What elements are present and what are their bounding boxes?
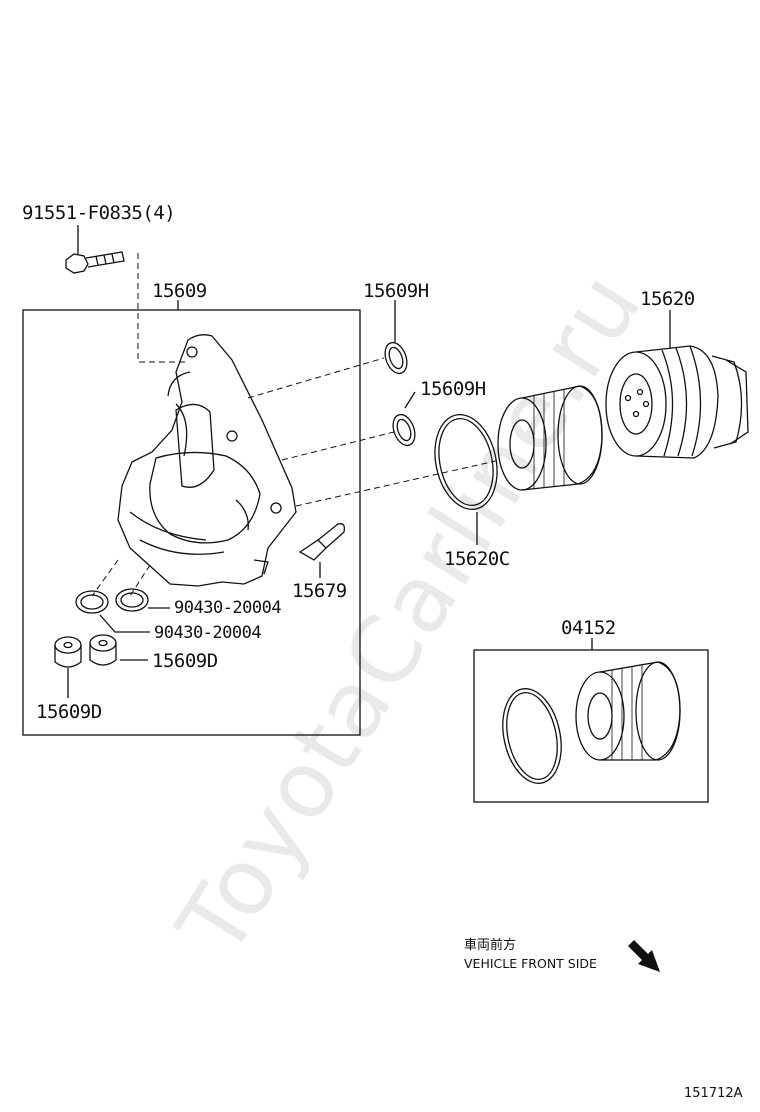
callout-housing: 15609: [152, 280, 207, 302]
dash-gasket-mid: [281, 431, 395, 461]
callout-plug-right: 15609D: [152, 650, 218, 672]
housing-frame: [22, 309, 361, 736]
filter-cap-icon: [605, 345, 749, 459]
callout-bolt: 91551-F0835(4): [22, 202, 176, 224]
callout-seal-lower: 90430-20004: [154, 623, 262, 643]
filter-element-icon: [497, 385, 603, 491]
dash-filter: [295, 459, 501, 507]
dash-seal-1: [91, 559, 119, 597]
callout-seal-upper: 90430-20004: [174, 598, 282, 618]
gasket-mid-icon: [392, 413, 416, 447]
large-oring-icon: [434, 413, 498, 511]
dash-gasket-top: [247, 357, 385, 399]
front-side-note-en: VEHICLE FRONT SIDE: [464, 956, 597, 971]
seal-upper-icon: [115, 588, 149, 612]
callout-valve: 15679: [292, 580, 347, 602]
callout-cap: 15620: [640, 288, 695, 310]
front-side-note-jp: 車両前方: [464, 938, 517, 953]
dash-bolt: [137, 253, 188, 363]
leader-seal-lower: [99, 614, 150, 633]
dash-seal-2: [129, 564, 151, 597]
plug-right-icon: [89, 634, 117, 666]
figure-id: 151712A: [684, 1086, 743, 1101]
oil-filter-housing-icon: [117, 334, 297, 587]
gasket-top-icon: [384, 341, 408, 375]
callout-plug-left: 15609D: [36, 701, 102, 723]
kit-oring-icon: [502, 688, 562, 784]
callout-oring: 15620C: [444, 548, 510, 570]
kit-frame: [473, 649, 709, 803]
callout-gasket-top: 15609H: [363, 280, 429, 302]
check-valve-icon: [298, 523, 346, 561]
callout-gasket-mid: 15609H: [420, 378, 486, 400]
leader-gasket-mid: [404, 391, 416, 409]
plug-left-icon: [54, 636, 82, 668]
seal-lower-icon: [75, 590, 109, 614]
bolt-icon: [65, 251, 125, 274]
kit-filter-element-icon: [575, 661, 681, 761]
arrow-down-right-icon: [628, 940, 660, 972]
callout-kit: 04152: [561, 617, 616, 639]
